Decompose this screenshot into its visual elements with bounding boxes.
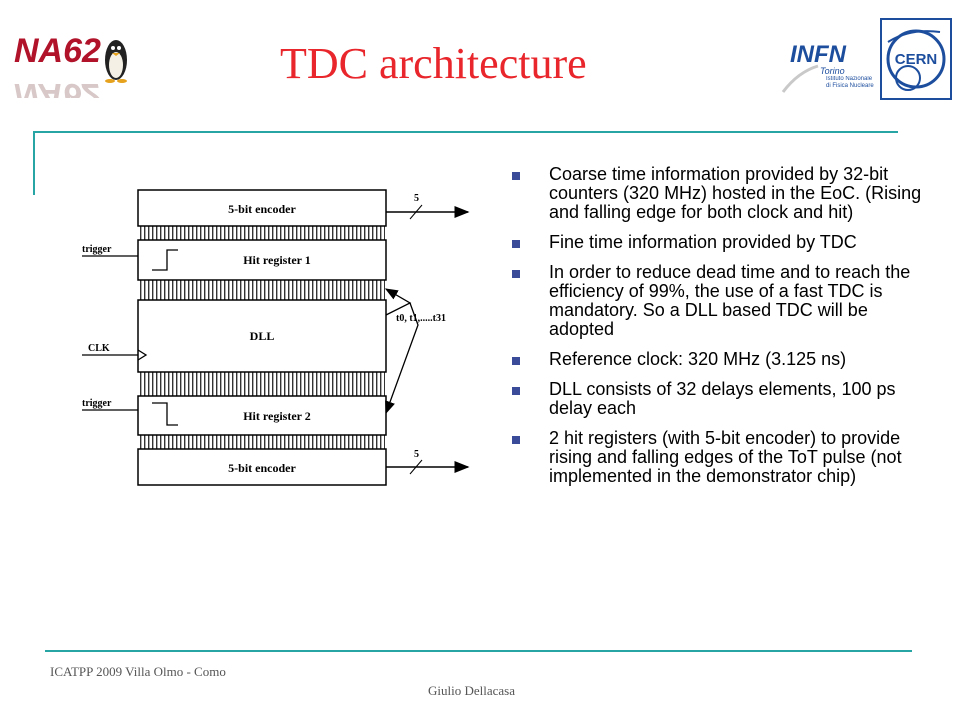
tap-lines-strip (140, 280, 385, 300)
bullet-square-icon (512, 357, 520, 365)
bottom-divider (45, 650, 912, 652)
bus-slash (409, 204, 423, 220)
trigger-2-label: trigger (82, 398, 112, 409)
hit-register-2-label: Hit register 2 (243, 409, 311, 423)
bullet-item: Reference clock: 320 MHz (3.125 ns) (510, 350, 930, 369)
bullet-text: In order to reduce dead time and to reac… (549, 262, 911, 339)
bullet-square-icon (512, 387, 520, 395)
top-divider (34, 131, 898, 133)
hit-register-2-block: Hit register 2 (137, 395, 387, 436)
encoder-bottom-label: 5-bit encoder (228, 461, 296, 475)
bullet-square-icon (512, 270, 520, 278)
trigger-1-label: trigger (82, 244, 112, 255)
bullet-square-icon (512, 436, 520, 444)
tap-lines-strip (140, 372, 385, 396)
bus-width-top-label: 5 (414, 193, 419, 204)
falling-edge-icon (152, 402, 178, 426)
bullet-text: Reference clock: 320 MHz (3.125 ns) (549, 349, 847, 369)
bullet-item: In order to reduce dead time and to reac… (510, 263, 930, 339)
footer-conference: ICATPP 2009 Villa Olmo - Como (50, 664, 226, 679)
tap-lines-strip (140, 226, 385, 240)
bullet-item: Fine time information provided by TDC (510, 233, 930, 252)
penguin-icon (105, 40, 127, 83)
left-divider (33, 131, 35, 195)
bus-slash (409, 459, 423, 475)
cern-logo-text: CERN (895, 51, 938, 68)
encoder-top-block: 5-bit encoder (137, 189, 387, 227)
taps-to-register-2-arrow (385, 302, 419, 415)
dll-taps-label: t0, t1,.....t31 (396, 313, 446, 324)
tdc-block-diagram: 5-bit encoder Hit register 1 DLL Hit reg… (82, 189, 470, 486)
footer-author: Giulio Dellacasa (428, 683, 515, 698)
bullet-square-icon (512, 172, 520, 180)
bullet-list: Coarse time information provided by 32-b… (510, 165, 930, 497)
na62-logo: NA62 NA62 (14, 32, 127, 98)
bullet-item: 2 hit registers (with 5-bit encoder) to … (510, 429, 930, 486)
encoder-top-label: 5-bit encoder (228, 202, 296, 216)
hit-register-1-block: Hit register 1 (137, 239, 387, 281)
infn-logo: INFN Torino Istituto Nazionale di Fisica… (781, 41, 874, 93)
bullet-item: Coarse time information provided by 32-b… (510, 165, 930, 222)
na62-logo-text: NA62 (14, 32, 101, 70)
bus-width-bottom-label: 5 (414, 449, 419, 460)
clk-label: CLK (88, 343, 110, 354)
bullet-text: 2 hit registers (with 5-bit encoder) to … (549, 428, 902, 486)
rising-edge-icon (152, 249, 178, 271)
bullet-square-icon (512, 240, 520, 248)
encoder-bottom-block: 5-bit encoder (137, 448, 387, 486)
slide-title: TDC architecture (280, 39, 587, 88)
cern-logo: CERN (880, 18, 952, 100)
bullet-item: DLL consists of 32 delays elements, 100 … (510, 380, 930, 418)
infn-logo-city: Torino (820, 66, 845, 76)
infn-logo-text: INFN (790, 41, 847, 68)
clock-input-icon (137, 349, 148, 361)
dll-label: DLL (250, 329, 275, 343)
taps-to-register-1-arrow (384, 288, 412, 316)
dll-block: DLL (137, 299, 387, 373)
hit-register-1-label: Hit register 1 (243, 253, 311, 267)
tap-lines-strip (140, 435, 385, 449)
bullet-text: Fine time information provided by TDC (549, 232, 857, 252)
na62-logo-reflection: NA62 (14, 76, 101, 98)
bullet-text: Coarse time information provided by 32-b… (549, 164, 922, 222)
infn-logo-subtitle: Istituto Nazionale di Fisica Nucleare (826, 76, 874, 89)
bullet-text: DLL consists of 32 delays elements, 100 … (549, 379, 896, 418)
